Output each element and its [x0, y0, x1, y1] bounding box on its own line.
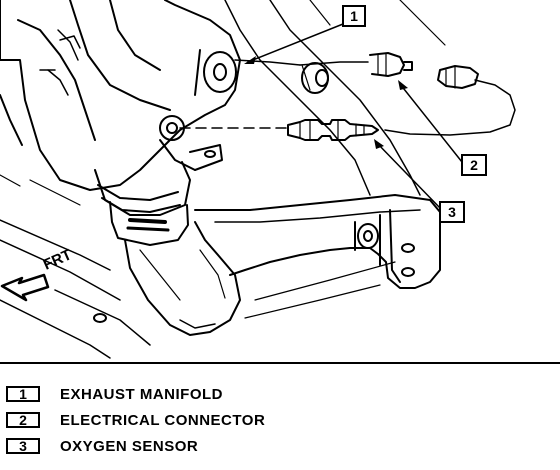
legend-label-1: EXHAUST MANIFOLD [60, 385, 223, 403]
leader-arrowhead-2 [398, 80, 408, 90]
legend-item-exhaust-manifold: 1 EXHAUST MANIFOLD [6, 382, 265, 406]
legend-number-2: 2 [6, 412, 40, 428]
exhaust-pipe [124, 221, 241, 336]
callout-box-1: 1 [342, 5, 366, 27]
callout-label-3: 3 [448, 204, 456, 220]
front-arrow-icon [0, 273, 50, 302]
callout-label-2: 2 [470, 157, 478, 173]
exploded-view-illustration: 1 2 3 FRT [0, 0, 516, 359]
legend: 1 EXHAUST MANIFOLD 2 ELECTRICAL CONNECTO… [6, 382, 265, 460]
legend-label-3: OXYGEN SENSOR [60, 437, 199, 455]
electrical-connector [369, 52, 479, 89]
wiring-harness [39, 29, 516, 136]
callout-box-3: 3 [439, 201, 465, 223]
frame-rail [0, 0, 446, 359]
leader-line-3 [375, 141, 441, 209]
legend-number-1: 1 [6, 386, 40, 402]
legend-item-oxygen-sensor: 3 OXYGEN SENSOR [6, 434, 265, 458]
leader-line-1 [247, 23, 344, 63]
legend-item-electrical-connector: 2 ELECTRICAL CONNECTOR [6, 408, 265, 432]
exhaust-manifold [0, 0, 241, 246]
leader-arrowhead-3 [374, 139, 384, 149]
legend-divider [0, 362, 560, 364]
leader-line-2 [399, 83, 463, 163]
oxygen-sensor [287, 119, 379, 141]
crossmember [194, 194, 441, 319]
legend-label-2: ELECTRICAL CONNECTOR [60, 411, 266, 429]
callout-label-1: 1 [350, 8, 358, 24]
leader-arrowhead-1 [244, 56, 256, 64]
callout-box-2: 2 [461, 154, 487, 176]
front-direction-arrow: FRT [0, 246, 74, 302]
legend-number-3: 3 [6, 438, 40, 454]
